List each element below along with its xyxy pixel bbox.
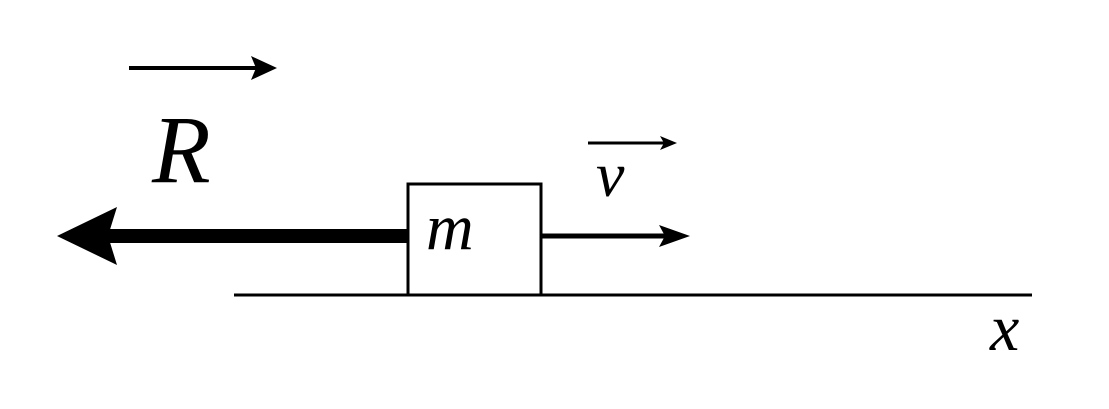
resistance-arrow-head <box>57 207 117 265</box>
mass-block <box>406 182 543 297</box>
velocity-arrow-head <box>659 225 690 247</box>
velocity-arrow <box>541 225 690 247</box>
mass-label: m <box>426 191 474 264</box>
force-label: R <box>151 96 211 203</box>
velocity-vector-bar <box>588 136 677 150</box>
resistance-force-arrow <box>57 207 408 265</box>
resistance-arrow-shaft <box>108 229 408 243</box>
velocity-label: v <box>596 139 625 210</box>
axis-label: x <box>989 292 1019 365</box>
force-vector-bar <box>129 56 277 80</box>
